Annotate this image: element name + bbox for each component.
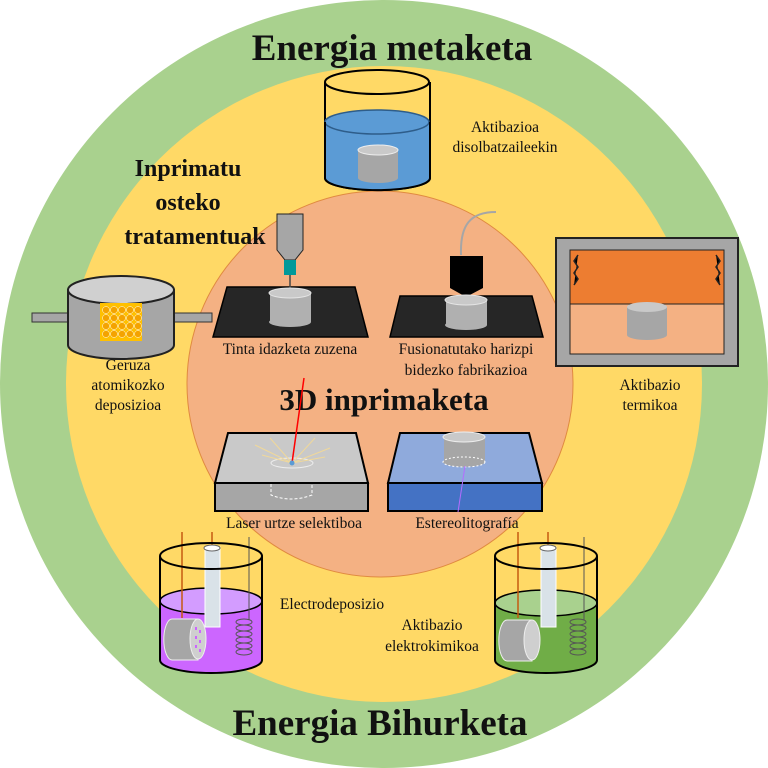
label-electrodeposition: Electrodeposizio bbox=[280, 596, 384, 613]
label-stereolithography: Estereolitografía bbox=[415, 515, 518, 532]
label-electrochemical-activation: elektrokimikoa bbox=[385, 638, 479, 655]
label-ald: Geruza bbox=[106, 357, 151, 374]
oven-icon bbox=[555, 237, 739, 367]
direct-ink-writing-icon bbox=[212, 213, 369, 338]
label-fused-filament: bidezko fabrikazioa bbox=[405, 362, 528, 379]
label-solvent-activation: Aktibazioa bbox=[471, 119, 539, 136]
label-ald: deposizioa bbox=[95, 397, 161, 414]
solvent-beaker-icon bbox=[324, 69, 431, 192]
title-energy-conversion: Energia Bihurketa bbox=[233, 703, 528, 744]
label-laser-melting: Laser urtze selektiboa bbox=[226, 515, 362, 532]
label-fused-filament: Fusionatutako harizpi bbox=[399, 341, 534, 358]
heading-line: osteko bbox=[155, 190, 220, 216]
heading-line: Inprimatu bbox=[135, 156, 242, 182]
label-direct-ink-writing: Tinta idazketa zuzena bbox=[223, 341, 358, 358]
label-ald: atomikozko bbox=[91, 377, 164, 394]
laser-melting-icon bbox=[213, 377, 370, 512]
label-thermal-activation: termikoa bbox=[622, 397, 677, 414]
title-energy-storage: Energia metaketa bbox=[252, 28, 533, 69]
post-treatment-heading: Inprimatu osteko tratamentuak bbox=[124, 156, 266, 250]
electrochemical-cell-icon bbox=[494, 532, 598, 674]
electrodeposition-cell-icon bbox=[159, 532, 263, 674]
heading-line: tratamentuak bbox=[124, 224, 266, 250]
title-3d-printing: 3D inprimaketa bbox=[279, 382, 489, 417]
ald-reactor-icon bbox=[31, 275, 213, 360]
stereolithography-icon bbox=[386, 431, 544, 513]
fused-filament-icon bbox=[389, 211, 544, 338]
label-electrochemical-activation: Aktibazio bbox=[401, 617, 462, 634]
label-thermal-activation: Aktibazio bbox=[619, 377, 680, 394]
label-solvent-activation: disolbatzaileekin bbox=[452, 139, 557, 156]
